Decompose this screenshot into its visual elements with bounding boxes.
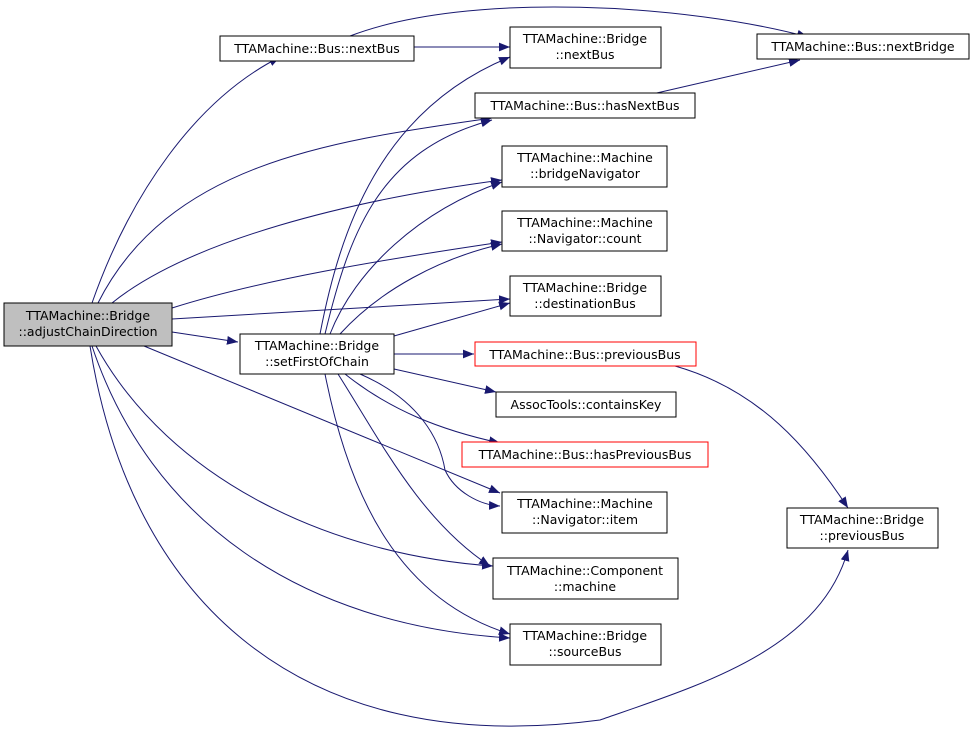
node-set-first-of-chain[interactable]: TTAMachine::Bridge ::setFirstOfChain [239,333,395,375]
node-label: TTAMachine::Bus::previousBus [488,347,680,362]
edge-adjust-to-bridge-previousbus [89,345,850,727]
edge-adjust-to-componentmachine [95,345,494,570]
node-bus-haspreviousbus[interactable]: TTAMachine::Bus::hasPreviousBus [461,441,709,468]
edge-setfirst-to-componentmachine [337,373,491,567]
edge-adjust-to-bridgenavigator [111,177,503,304]
node-navigator-item[interactable]: TTAMachine::Machine ::Navigator::item [501,491,668,534]
node-navigator-count[interactable]: TTAMachine::Machine ::Navigator::count [501,210,668,252]
node-bus-previousbus[interactable]: TTAMachine::Bus::previousBus [474,341,697,367]
node-label-line2: ::bridgeNavigator [530,166,641,181]
edge-hasnextbus-to-nextbridge [647,58,801,96]
node-label-line1: TTAMachine::Machine [516,215,653,230]
node-label-line2: ::machine [554,579,616,594]
node-label-line1: TTAMachine::Component [506,563,663,578]
node-adjust-chain-direction[interactable]: TTAMachine::Bridge ::adjustChainDirectio… [3,302,173,347]
node-label-line1: TTAMachine::Machine [516,150,653,165]
node-label-line2: ::setFirstOfChain [265,354,369,369]
node-destination-bus[interactable]: TTAMachine::Bridge ::destinationBus [509,275,662,317]
edge-setfirst-to-sourcebus [324,373,511,635]
node-label-line2: ::previousBus [820,528,905,543]
edge-setfirst-to-hasnextbus [324,118,493,335]
node-source-bus[interactable]: TTAMachine::Bridge ::sourceBus [509,623,662,666]
node-label-line2: ::adjustChainDirection [18,324,157,339]
node-contains-key[interactable]: AssocTools::containsKey [495,391,677,418]
node-component-machine[interactable]: TTAMachine::Component ::machine [492,557,679,600]
node-label-line1: TTAMachine::Bridge [522,31,647,46]
node-label: AssocTools::containsKey [511,397,662,412]
node-label: TTAMachine::Bus::nextBridge [770,39,955,54]
edge-adjust-to-hasnextbus [97,115,493,304]
edge-adjust-to-sourcebus [91,345,511,642]
edge-setfirst-to-containskey [393,368,497,394]
node-bus-nextbridge[interactable]: TTAMachine::Bus::nextBridge [756,33,970,60]
node-label-line2: ::Navigator::count [528,231,641,246]
node-label: TTAMachine::Bus::nextBus [233,41,400,56]
edge-adjust-to-navigatoritem [143,345,501,494]
node-label-line2: ::nextBus [555,47,614,62]
edge-nextbus-to-nextbridge [349,6,809,39]
edge-setfirst-to-navigatorcount [339,242,503,335]
edge-adjust-to-bus-nextbus [91,56,281,304]
node-label-line2: ::sourceBus [549,644,622,659]
edge-setfirst-to-hasprevbus [344,373,501,445]
node-bridge-nextbus[interactable]: TTAMachine::Bridge ::nextBus [509,26,662,69]
node-bus-hasnextbus[interactable]: TTAMachine::Bus::hasNextBus [474,92,696,119]
edges [89,6,850,727]
node-label-line1: TTAMachine::Bridge [254,338,379,353]
node-label-line1: TTAMachine::Bridge [799,512,924,527]
node-label-line1: TTAMachine::Bridge [522,280,647,295]
edge-adjust-to-setfirstofchain [171,331,239,345]
node-label-line2: ::Navigator::item [532,512,638,527]
node-label-line2: ::destinationBus [534,296,635,311]
node-bridge-navigator[interactable]: TTAMachine::Machine ::bridgeNavigator [501,145,668,188]
edge-setfirst-to-bridge-nextbus [319,56,511,335]
edge-adjust-to-navigatorcount [171,239,503,309]
edge-setfirst-to-bridgenavigator [329,181,503,335]
edge-setfirst-to-navigatoritem [359,373,501,510]
node-label: TTAMachine::Bus::hasPreviousBus [478,447,692,462]
node-label-line1: TTAMachine::Machine [516,496,653,511]
node-label-line1: TTAMachine::Bridge [25,308,150,323]
node-bus-nextbus[interactable]: TTAMachine::Bus::nextBus [219,35,415,62]
edge-bus-previousbus-to-bridge-previousbus [674,365,849,509]
edge-setfirst-to-destinationbus [393,301,511,337]
node-label-line1: TTAMachine::Bridge [522,628,647,643]
node-bridge-previousbus[interactable]: TTAMachine::Bridge ::previousBus [786,507,939,549]
edge-adjust-to-destinationbus [171,295,511,320]
node-label: TTAMachine::Bus::hasNextBus [489,98,679,113]
